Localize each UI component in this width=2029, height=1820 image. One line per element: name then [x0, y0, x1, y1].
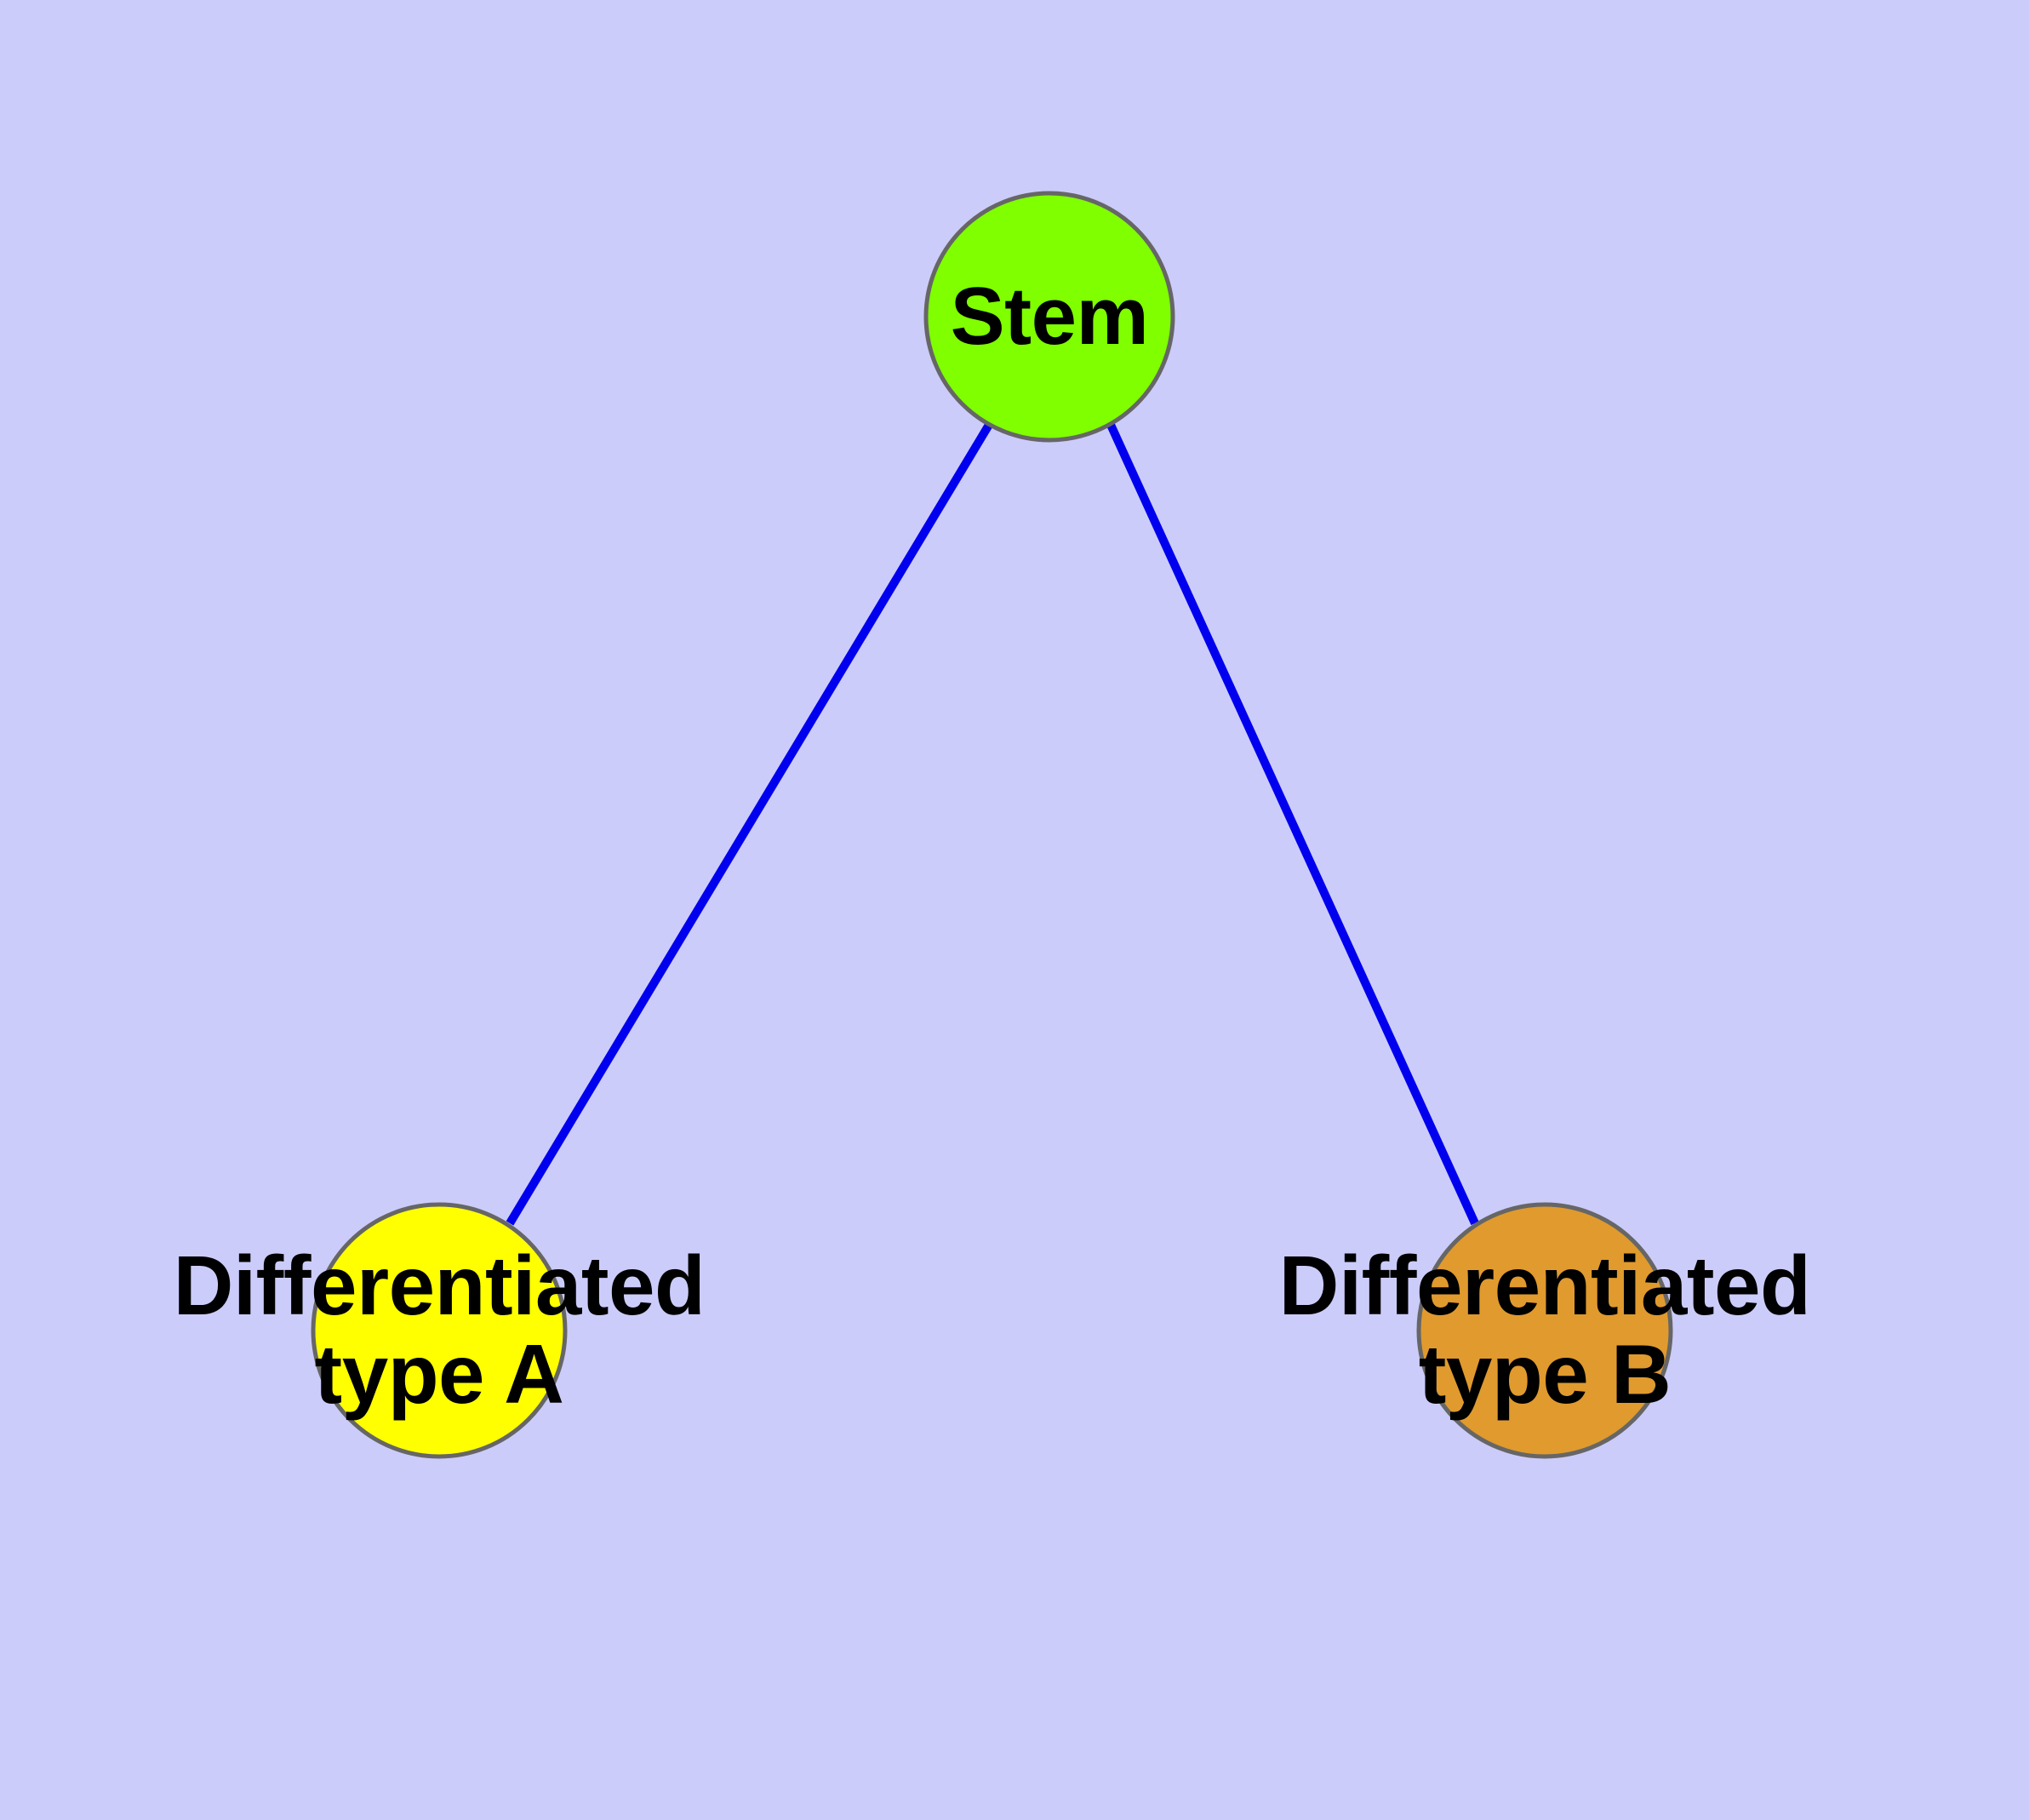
- edge-layer: [506, 422, 1479, 1226]
- edge-stem-to-differentiated-type-a[interactable]: [506, 422, 993, 1226]
- edge-stem-to-differentiated-type-b[interactable]: [1106, 422, 1479, 1226]
- node-circle-differentiated-type-b[interactable]: [1416, 1202, 1673, 1459]
- node-circle-differentiated-type-a[interactable]: [311, 1202, 568, 1459]
- node-layer: [311, 191, 1673, 1459]
- node-circle-stem[interactable]: [923, 191, 1175, 443]
